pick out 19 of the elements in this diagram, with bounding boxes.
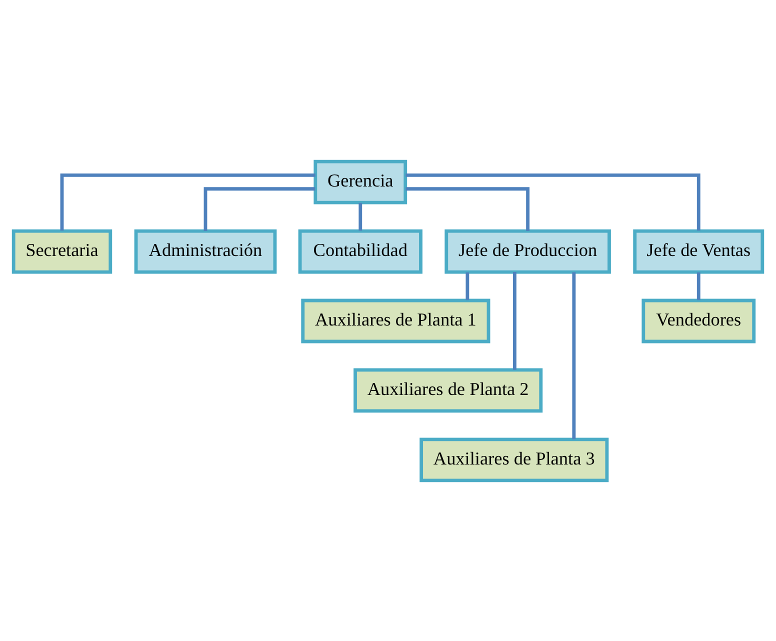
- connector: [204, 186, 316, 231]
- node-box: Jefe de Produccion: [444, 228, 611, 274]
- node-box: Auxiliares de Planta 3: [420, 437, 609, 482]
- node-box: Gerencia: [314, 159, 408, 204]
- node-box: Administración: [134, 228, 277, 274]
- connector: [466, 272, 470, 300]
- node-box: Auxiliares de Planta 1: [301, 298, 490, 343]
- connector: [406, 186, 530, 231]
- node-box: Jefe de Ventas: [633, 228, 764, 274]
- node-box: Auxiliares de Planta 2: [354, 368, 543, 412]
- node-box: Secretaria: [12, 228, 112, 274]
- connector: [513, 272, 516, 370]
- connector: [358, 202, 362, 230]
- connector: [572, 272, 576, 439]
- node-box: Vendedores: [642, 298, 756, 343]
- connector: [696, 272, 700, 300]
- connector: [60, 173, 316, 230]
- node-box: Contabilidad: [298, 228, 422, 274]
- connector: [406, 173, 700, 230]
